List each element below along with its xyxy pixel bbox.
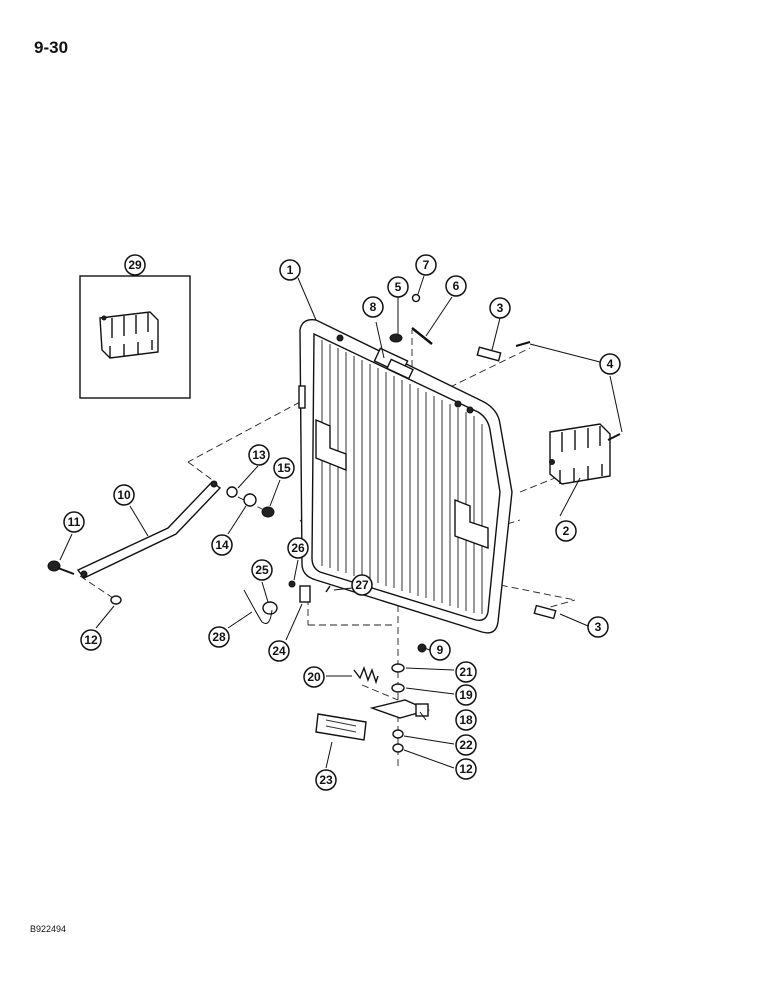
- callout-8: 8: [362, 296, 384, 318]
- callout-9: 9: [429, 639, 451, 661]
- svg-text:5: 5: [395, 280, 402, 294]
- svg-text:2: 2: [563, 524, 570, 538]
- callout-20: 20: [303, 666, 325, 688]
- small-parts: [47, 293, 621, 753]
- svg-text:14: 14: [215, 538, 229, 552]
- callout-2: 2: [555, 520, 577, 542]
- latch-bracket: [549, 423, 611, 485]
- svg-text:29: 29: [128, 258, 142, 272]
- svg-text:12: 12: [459, 762, 473, 776]
- svg-text:24: 24: [272, 644, 286, 658]
- callout-6: 6: [445, 275, 467, 297]
- callout-18: 18: [455, 709, 477, 731]
- callout-15: 15: [273, 457, 295, 479]
- svg-text:3: 3: [595, 620, 602, 634]
- svg-text:3: 3: [497, 301, 504, 315]
- grille-slats: [321, 340, 483, 614]
- svg-text:12: 12: [84, 633, 98, 647]
- svg-text:11: 11: [68, 515, 81, 529]
- inset-bracket: [99, 311, 159, 359]
- callout-3: 3: [587, 616, 609, 638]
- callout-23: 23: [315, 769, 337, 791]
- callout-12: 12: [455, 758, 477, 780]
- svg-text:7: 7: [423, 258, 430, 272]
- callout-13: 13: [248, 444, 270, 466]
- svg-text:15: 15: [277, 461, 291, 475]
- callout-24: 24: [268, 640, 290, 662]
- page-number: 9-30: [34, 38, 69, 57]
- svg-text:28: 28: [212, 630, 226, 644]
- callout-12: 12: [80, 629, 102, 651]
- callout-10: 10: [113, 484, 135, 506]
- callout-26: 26: [287, 537, 309, 559]
- callout-7: 7: [415, 254, 437, 276]
- svg-text:23: 23: [319, 773, 333, 787]
- inset-box: [79, 275, 191, 399]
- callout-27: 27: [351, 574, 373, 596]
- svg-text:1: 1: [287, 263, 294, 277]
- callout-19: 19: [455, 684, 477, 706]
- figure-code: B922494: [30, 924, 67, 934]
- svg-text:9: 9: [437, 643, 444, 657]
- callout-11: 11: [63, 511, 85, 533]
- svg-text:27: 27: [355, 578, 369, 592]
- callout-21: 21: [455, 661, 477, 683]
- callout-1: 1: [279, 259, 301, 281]
- callout-3: 3: [489, 297, 511, 319]
- callout-22: 22: [455, 734, 477, 756]
- grille-panel: [298, 319, 513, 634]
- callouts: 1 2 3 3 4 5 6 7 8 9 10 11 12 12 13 14 15…: [63, 254, 621, 791]
- svg-text:13: 13: [252, 448, 266, 462]
- svg-text:4: 4: [607, 357, 614, 371]
- callout-4: 4: [599, 353, 621, 375]
- svg-text:10: 10: [117, 488, 131, 502]
- callout-5: 5: [387, 276, 409, 298]
- svg-text:26: 26: [291, 541, 305, 555]
- svg-text:22: 22: [459, 738, 473, 752]
- svg-text:20: 20: [307, 670, 321, 684]
- callout-29: 29: [124, 254, 146, 276]
- svg-text:19: 19: [459, 688, 473, 702]
- svg-text:25: 25: [255, 563, 269, 577]
- callout-14: 14: [211, 534, 233, 556]
- svg-text:18: 18: [459, 713, 473, 727]
- callout-28: 28: [208, 626, 230, 648]
- svg-text:21: 21: [459, 665, 473, 679]
- svg-text:8: 8: [370, 300, 377, 314]
- svg-text:6: 6: [453, 279, 460, 293]
- callout-25: 25: [251, 559, 273, 581]
- leader-lines: [59, 275, 623, 769]
